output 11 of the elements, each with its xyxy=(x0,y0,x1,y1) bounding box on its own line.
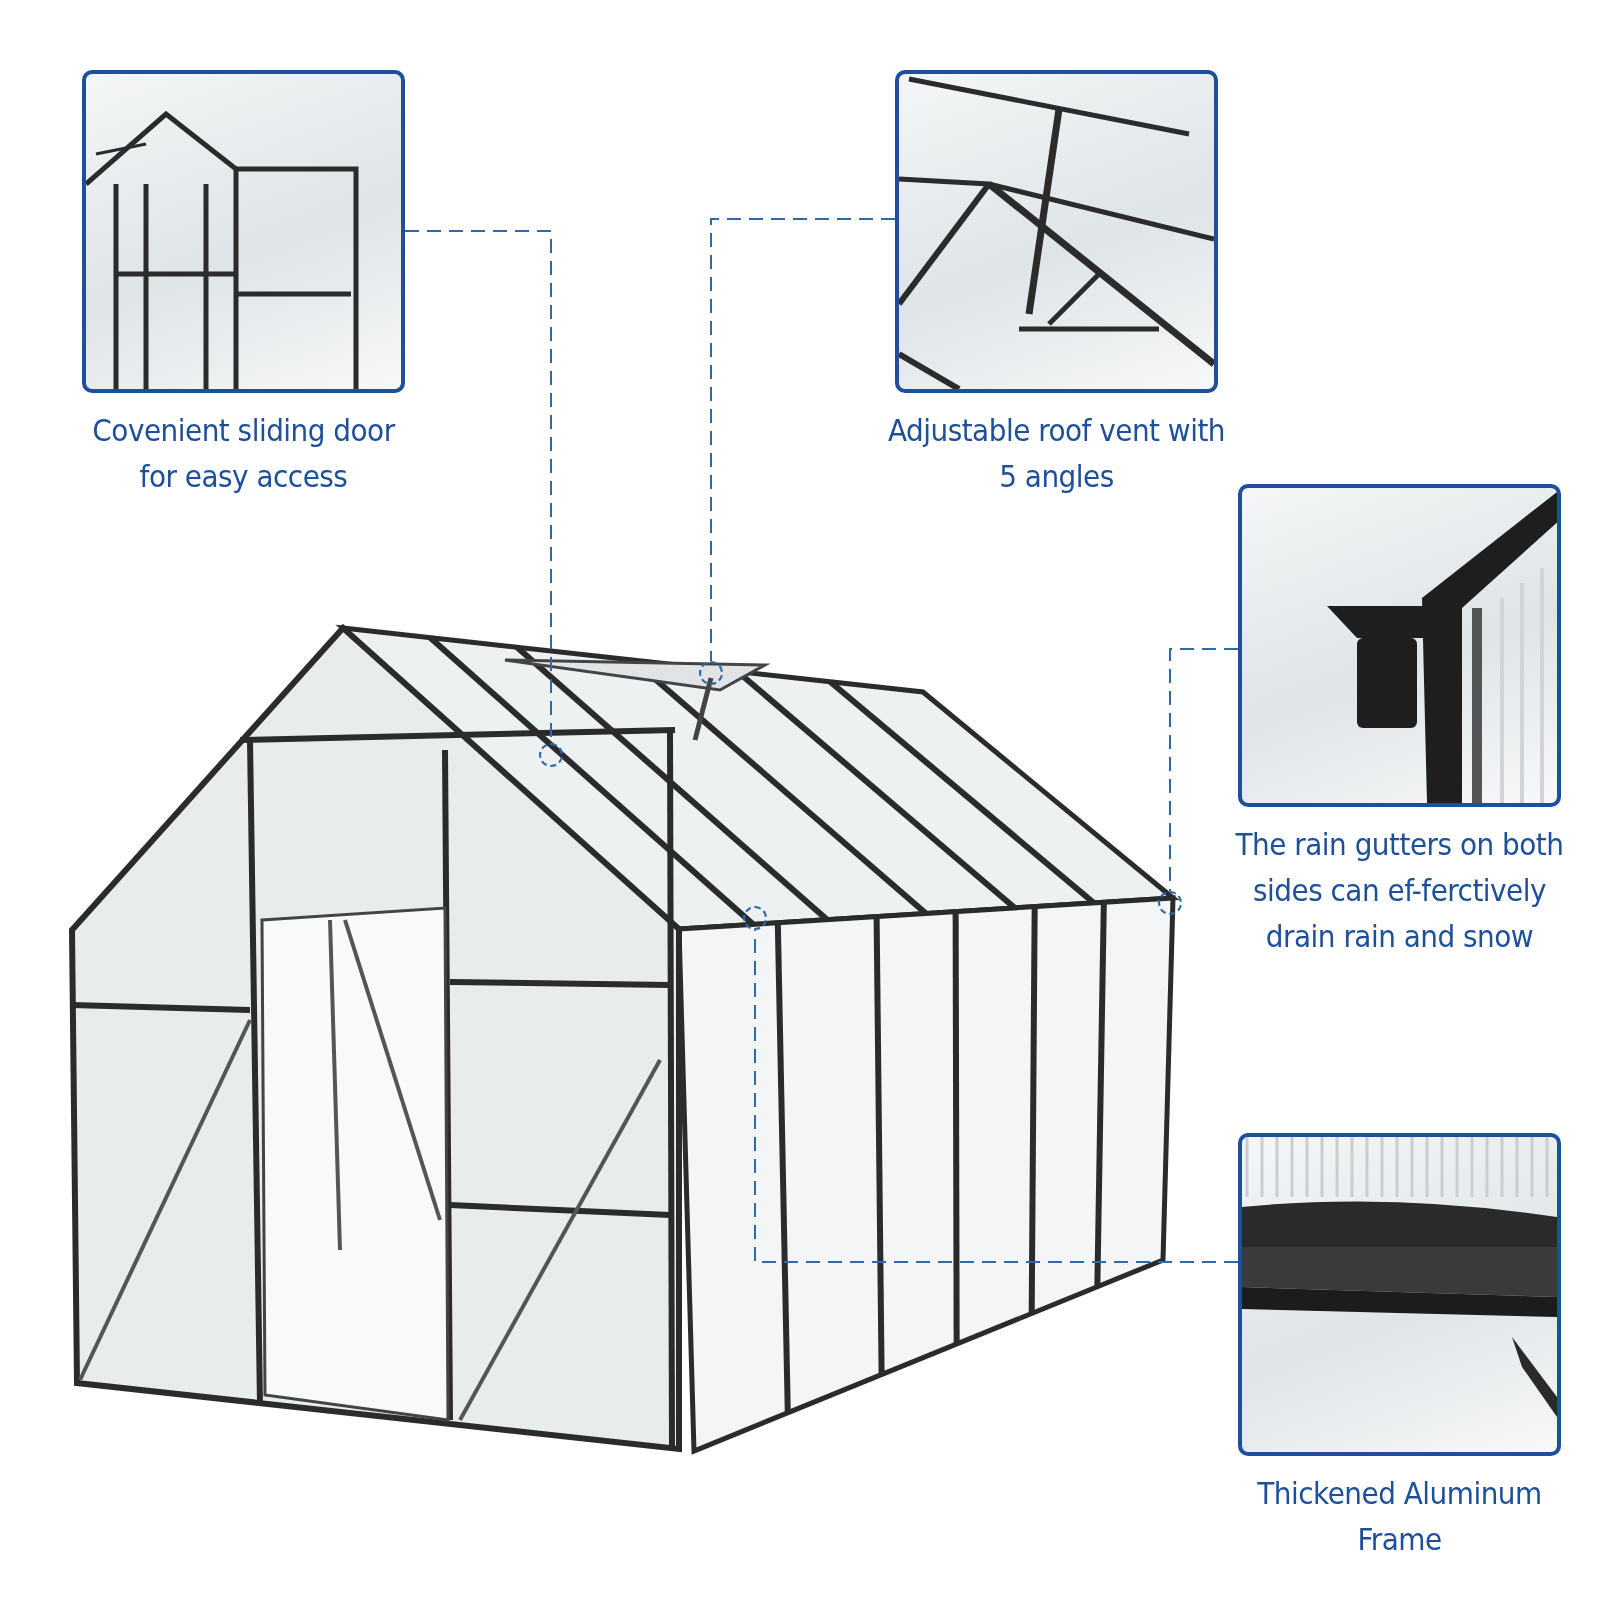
leader-line xyxy=(1169,648,1239,892)
target-circle xyxy=(1158,891,1182,915)
feature-caption: Adjustable roof vent with 5 angles xyxy=(886,411,1227,496)
target-circle xyxy=(539,743,563,767)
feature-caption: Covenient sliding door for easy access xyxy=(91,411,397,496)
target-circle xyxy=(743,906,767,930)
feature-caption: Thickened Aluminum Frame xyxy=(1256,1474,1543,1559)
leader-line xyxy=(710,218,896,662)
leader-line xyxy=(754,929,1239,1263)
feature-caption: The rain gutters on both sides can ef-ferctively drain rain and snow xyxy=(1234,825,1565,956)
target-circle xyxy=(699,661,723,685)
